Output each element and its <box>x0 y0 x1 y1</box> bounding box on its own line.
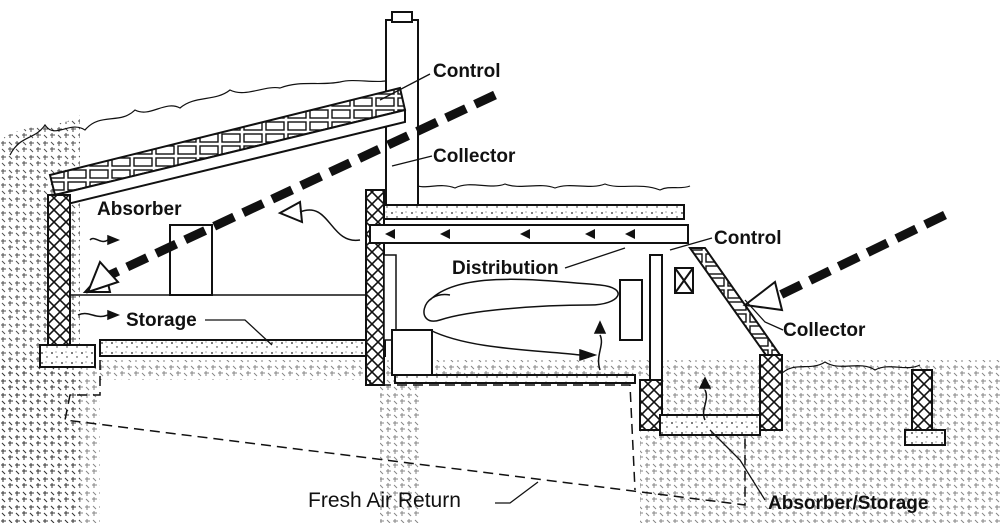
airflow <box>77 209 712 421</box>
upper-roof-collector <box>48 86 407 209</box>
absorber-label: Absorber <box>97 199 182 220</box>
storage-label: Storage <box>126 310 197 331</box>
distribution-label: Distribution <box>452 258 559 279</box>
storage-pit <box>639 354 946 446</box>
lower-room <box>394 254 694 384</box>
collector-right-label: Collector <box>783 320 866 341</box>
upper-room <box>70 224 386 357</box>
ground <box>0 115 1000 523</box>
leader-lines <box>205 73 784 504</box>
collector-top-label: Collector <box>433 146 516 167</box>
distribution-duct <box>369 204 689 244</box>
absorber-storage-label: Absorber/Storage <box>768 493 929 514</box>
control-top-label: Control <box>433 61 501 82</box>
fresh-air-return-label: Fresh Air Return <box>308 489 461 512</box>
sun-rays <box>108 90 947 300</box>
ray-arrowheads <box>86 200 784 312</box>
fresh-air-return-duct <box>64 360 746 506</box>
left-wall <box>39 194 96 368</box>
control-right-label: Control <box>714 228 782 249</box>
